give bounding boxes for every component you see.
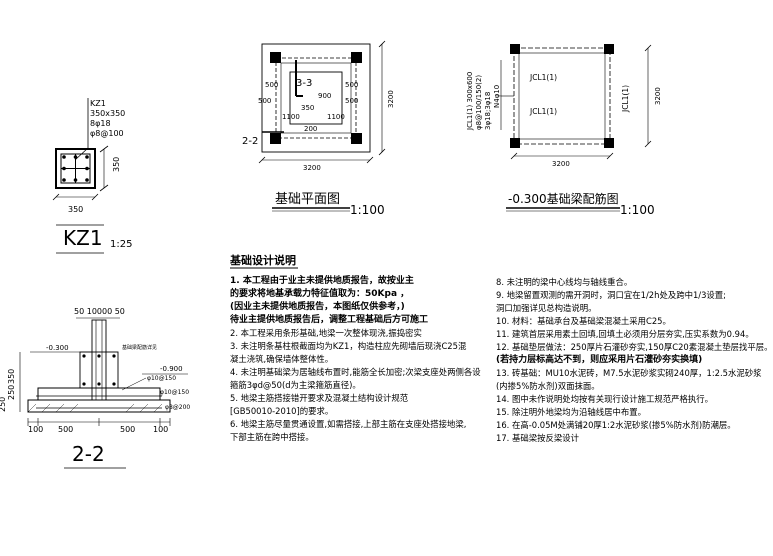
kz1-detail: KZ1 350x350 8φ18 φ8@100 350 350 KZ1 1:25 [52,98,132,254]
note-line: 10. 材料：基础承台及基础梁混凝土采用C25。 [496,316,671,326]
note-line: 4. 未注明基础梁为居轴线布置时,能筋全长加密;次梁支座处两侧各设 [230,367,481,377]
note-line: 的要求将地基承载力特征值取为：50Kpa ， [230,289,410,299]
plan-dim-height: 3200 [387,90,395,108]
beam-spec-2: φ8@100/150(2) [475,75,483,130]
notes-left-list: 1. 本工程由于业主未提供地质报告，故按业主 的要求将地基承载力特征值取为：50… [230,275,481,444]
kz1-scale: 1:25 [110,239,132,250]
section-dim-500-left: 500 [58,425,73,434]
section-note-label: 基础梁配筋详见 [122,344,157,351]
section-dim-350: 350 [7,369,16,384]
plan-dim-900: 900 [318,92,331,100]
plan-dim-1100-a: 1100 [282,113,300,121]
note-line: 15. 除注明外地梁均为沿轴线居中布置。 [496,407,646,417]
note-line: 6. 地梁主筋尽量贯通设置,如需搭接,上部主筋在支座处搭接地梁, [230,419,467,429]
beam-spec-4: N4φ10 [493,85,501,108]
plan-dim-500-low-right: 500 [345,97,358,105]
note-line: 下部主筋在跨中搭接。 [230,432,314,442]
plan-column [270,52,281,63]
note-line: 洞口加强详见总构造说明。 [496,303,597,313]
plan-dim-500-left: 500 [265,81,278,89]
note-line: 17. 基础梁按反梁设计 [496,433,579,443]
design-notes-left: 基础设计说明 1. 本工程由于业主未提供地质报告，故按业主 的要求将地基承载力特… [230,254,481,444]
plan-column [270,133,281,144]
section-bar-1: φ10@150 [147,375,176,382]
note-line: (内掺5%防水剂)双面抹面。 [496,381,600,391]
note-line: 1. 本工程由于业主未提供地质报告，故按业主 [230,276,414,286]
note-line: 凝土浇筑,确保墙体整体性。 [230,354,334,364]
note-line: 5. 地梁主筋搭接错开要求及混凝土结构设计规范 [230,393,409,403]
beam-label-2: JCL1(1) [529,107,557,116]
note-line: 8. 未注明的梁中心线均与轴线重合。 [496,277,633,287]
note-line: [GB50010-2010]的要求。 [230,406,334,416]
plan-column [351,52,362,63]
plan-column [351,133,362,144]
section-dim-250b: 250 [0,397,7,412]
beam-plan-scale: 1:100 [620,203,655,217]
foundation-plan: 3-3 2-2 500 500 900 500 500 350 1100 110… [242,40,395,217]
section-dim-500-right: 500 [120,425,135,434]
beam-plan: JCL1(1) JCL1(1) JCL1(1) JCL1(1) 300x600 … [466,44,662,217]
notes-heading: 基础设计说明 [230,254,296,267]
section-2-2: 50 10000 50 -0.300 -0.900 基础梁配筋详见 φ10@15… [0,307,190,469]
beam-plan-dim-width: 3200 [552,160,570,168]
kz1-outline [55,148,96,189]
plan-section-label-left: 2-2 [242,136,258,147]
plan-dim-350: 350 [301,104,314,112]
beam-plan-column [510,44,520,54]
section-bar-2: φ10@150 [160,389,189,396]
beam-plan-title: -0.300基础梁配筋图 [508,191,619,206]
section-title: 2-2 [72,442,105,466]
plan-scale: 1:100 [350,203,385,217]
kz1-dim-height: 350 [112,157,121,172]
beam-plan-column [604,138,614,148]
note-line: (若持力层标高达不到，则应采用片石灌砂夯实换填) [496,355,703,365]
plan-dim-200: 200 [304,125,317,133]
note-line: 箍筋3φd@50(d为主梁箍筋直径)。 [230,380,361,390]
kz1-name: KZ1 [90,99,106,108]
note-line: 2. 本工程采用条形基础,地梁一次整体现浇,振捣密实 [230,328,422,338]
plan-section-label-top: 3-3 [296,78,312,89]
plan-dim-1100-b: 1100 [327,113,345,121]
section-elev-1: -0.300 [46,344,69,352]
plan-dim-500-low-left: 500 [258,97,271,105]
kz1-dim-width: 350 [68,205,83,214]
kz1-title: KZ1 [63,226,103,250]
beam-label-1: JCL1(1) [529,73,557,82]
design-notes-right: 8. 未注明的梁中心线均与轴线重合。 9. 地梁留置观测的需开洞时，洞口宜在1/2… [496,276,773,445]
note-line: 9. 地梁留置观测的需开洞时，洞口宜在1/2h处及跨中1/3设置; [496,290,726,300]
notes-right-list: 8. 未注明的梁中心线均与轴线重合。 9. 地梁留置观测的需开洞时，洞口宜在1/2… [496,276,773,445]
beam-plan-column [510,138,520,148]
beam-spec-3: 3φ18;3φ18 [484,92,492,130]
note-line: 14. 图中未作说明处均按有关现行设计施工规范严格执行。 [496,394,713,404]
section-bar-3: φ8@200 [165,404,190,411]
note-line: 13. 砖基础：MU10水泥砖，M7.5水泥砂浆实砌240厚，1:2.5水泥砂浆 [496,368,762,378]
section-elev-2: -0.900 [160,365,183,373]
note-line: (因业主未提供地质报告，本图纸仅供参考，) [230,302,405,312]
section-dim-top: 50 10000 50 [74,307,125,316]
note-line: 待业主提供地质报告后，调整工程基础后方可施工 [230,315,429,325]
beam-spec-1: JCL1(1) 300x600 [466,72,474,131]
beam-label-3: JCL1(1) [621,85,630,113]
section-dim-250: 250 [7,385,16,400]
kz1-size: 350x350 [90,109,125,118]
note-line: 11. 建筑首层采用素土回填,回填土必须用分层夯实,压实系数为0.94。 [496,329,754,339]
note-line: 3. 未注明条基柱根截面均为KZ1，构造柱应先砌墙后现浇C25混 [230,341,467,351]
beam-plan-column [604,44,614,54]
section-dim-100-left: 100 [28,425,43,434]
plan-title: 基础平面图 [275,192,340,207]
plan-dim-width: 3200 [303,164,321,172]
kz1-main-bars: 8φ18 [90,119,111,128]
kz1-stirrups: φ8@100 [90,129,124,138]
plan-dim-500-right: 500 [345,81,358,89]
section-dim-100-right: 100 [153,425,168,434]
beam-plan-dim-height: 3200 [654,87,662,105]
note-line: 12. 基础垫层做法：250厚片石灌砂夯实,150厚C20素混凝土垫层找平层。 [496,342,773,352]
note-line: 16. 在高-0.05M处满铺20厚1:2水泥砂浆(掺5%防水剂)防潮层。 [496,420,736,430]
